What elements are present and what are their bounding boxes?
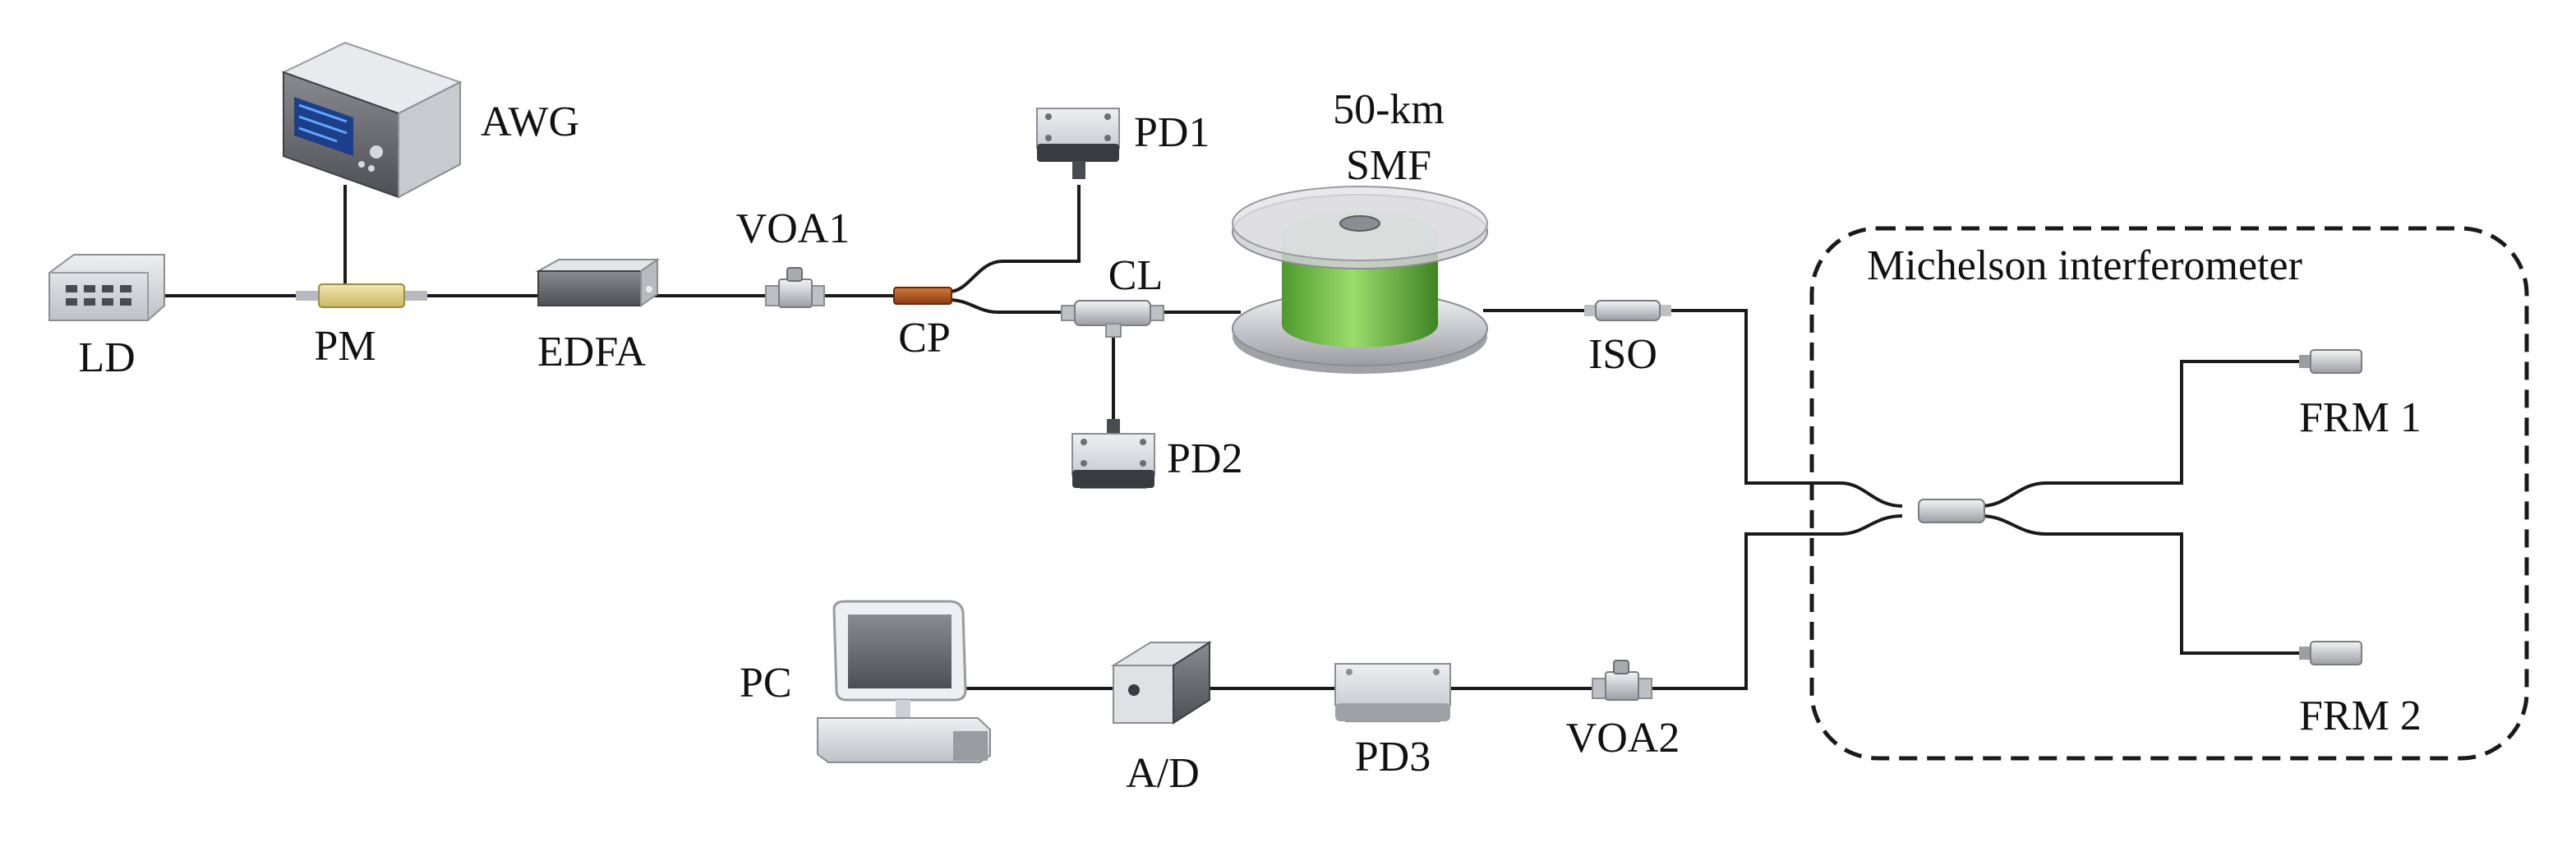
voa2-attenuator xyxy=(1592,660,1652,701)
label-ad: A/D xyxy=(1126,750,1200,797)
faraday-mirror-frm2 xyxy=(2299,641,2362,665)
fiber-coupler-frm1 xyxy=(1979,360,2301,508)
label-iso: ISO xyxy=(1588,331,1657,378)
label-ld: LD xyxy=(78,334,135,381)
faraday-mirror-frm1 xyxy=(2299,349,2362,374)
label-cl: CL xyxy=(1108,252,1163,299)
label-pd2: PD2 xyxy=(1167,435,1242,482)
labels: LD PM AWG EDFA VOA1 CP PD1 CL PD2 50-km … xyxy=(78,86,2422,797)
label-frm2: FRM 2 xyxy=(2299,693,2422,739)
label-smf: SMF xyxy=(1346,142,1431,189)
edfa-amplifier xyxy=(535,258,661,307)
label-voa1: VOA1 xyxy=(736,205,850,252)
awg-instrument xyxy=(281,41,463,199)
fiber-coupler-voa2 xyxy=(1647,514,1903,690)
fiber-cp-cl xyxy=(948,298,1072,314)
fiber-iso-coupler xyxy=(1664,309,1903,508)
label-pm: PM xyxy=(314,323,376,370)
photodetector-pd3 xyxy=(1334,663,1451,722)
photodetector-pd2 xyxy=(1071,419,1155,489)
laser-diode xyxy=(48,254,165,321)
label-pd3: PD3 xyxy=(1355,734,1431,780)
ad-converter xyxy=(1110,641,1213,725)
michelson-interferometer-box xyxy=(1809,226,2529,761)
voa1-attenuator xyxy=(765,267,825,308)
smf-fiber-spool xyxy=(1232,186,1488,374)
label-edfa: EDFA xyxy=(537,329,646,375)
isolator-iso xyxy=(1584,300,1671,321)
circulator-cl xyxy=(1061,300,1164,338)
label-awg: AWG xyxy=(481,99,579,145)
fiber-cp-pd1 xyxy=(948,185,1081,293)
fiber-coupler-2x2 xyxy=(1918,499,1985,523)
label-frm1: FRM 1 xyxy=(2299,394,2422,441)
phase-modulator xyxy=(296,283,427,308)
label-smf-length: 50-km xyxy=(1333,86,1445,133)
fiber-coupler-frm2 xyxy=(1979,514,2301,655)
label-michelson: Michelson interferometer xyxy=(1867,242,2302,289)
label-cp: CP xyxy=(898,315,951,361)
coupler-cp xyxy=(893,287,952,305)
photodetector-pd1 xyxy=(1036,108,1120,179)
label-pd1: PD1 xyxy=(1134,109,1210,156)
fiber-connections xyxy=(164,185,2301,690)
label-voa2: VOA2 xyxy=(1566,715,1680,762)
label-pc: PC xyxy=(740,660,792,707)
computer-pc xyxy=(817,600,991,763)
